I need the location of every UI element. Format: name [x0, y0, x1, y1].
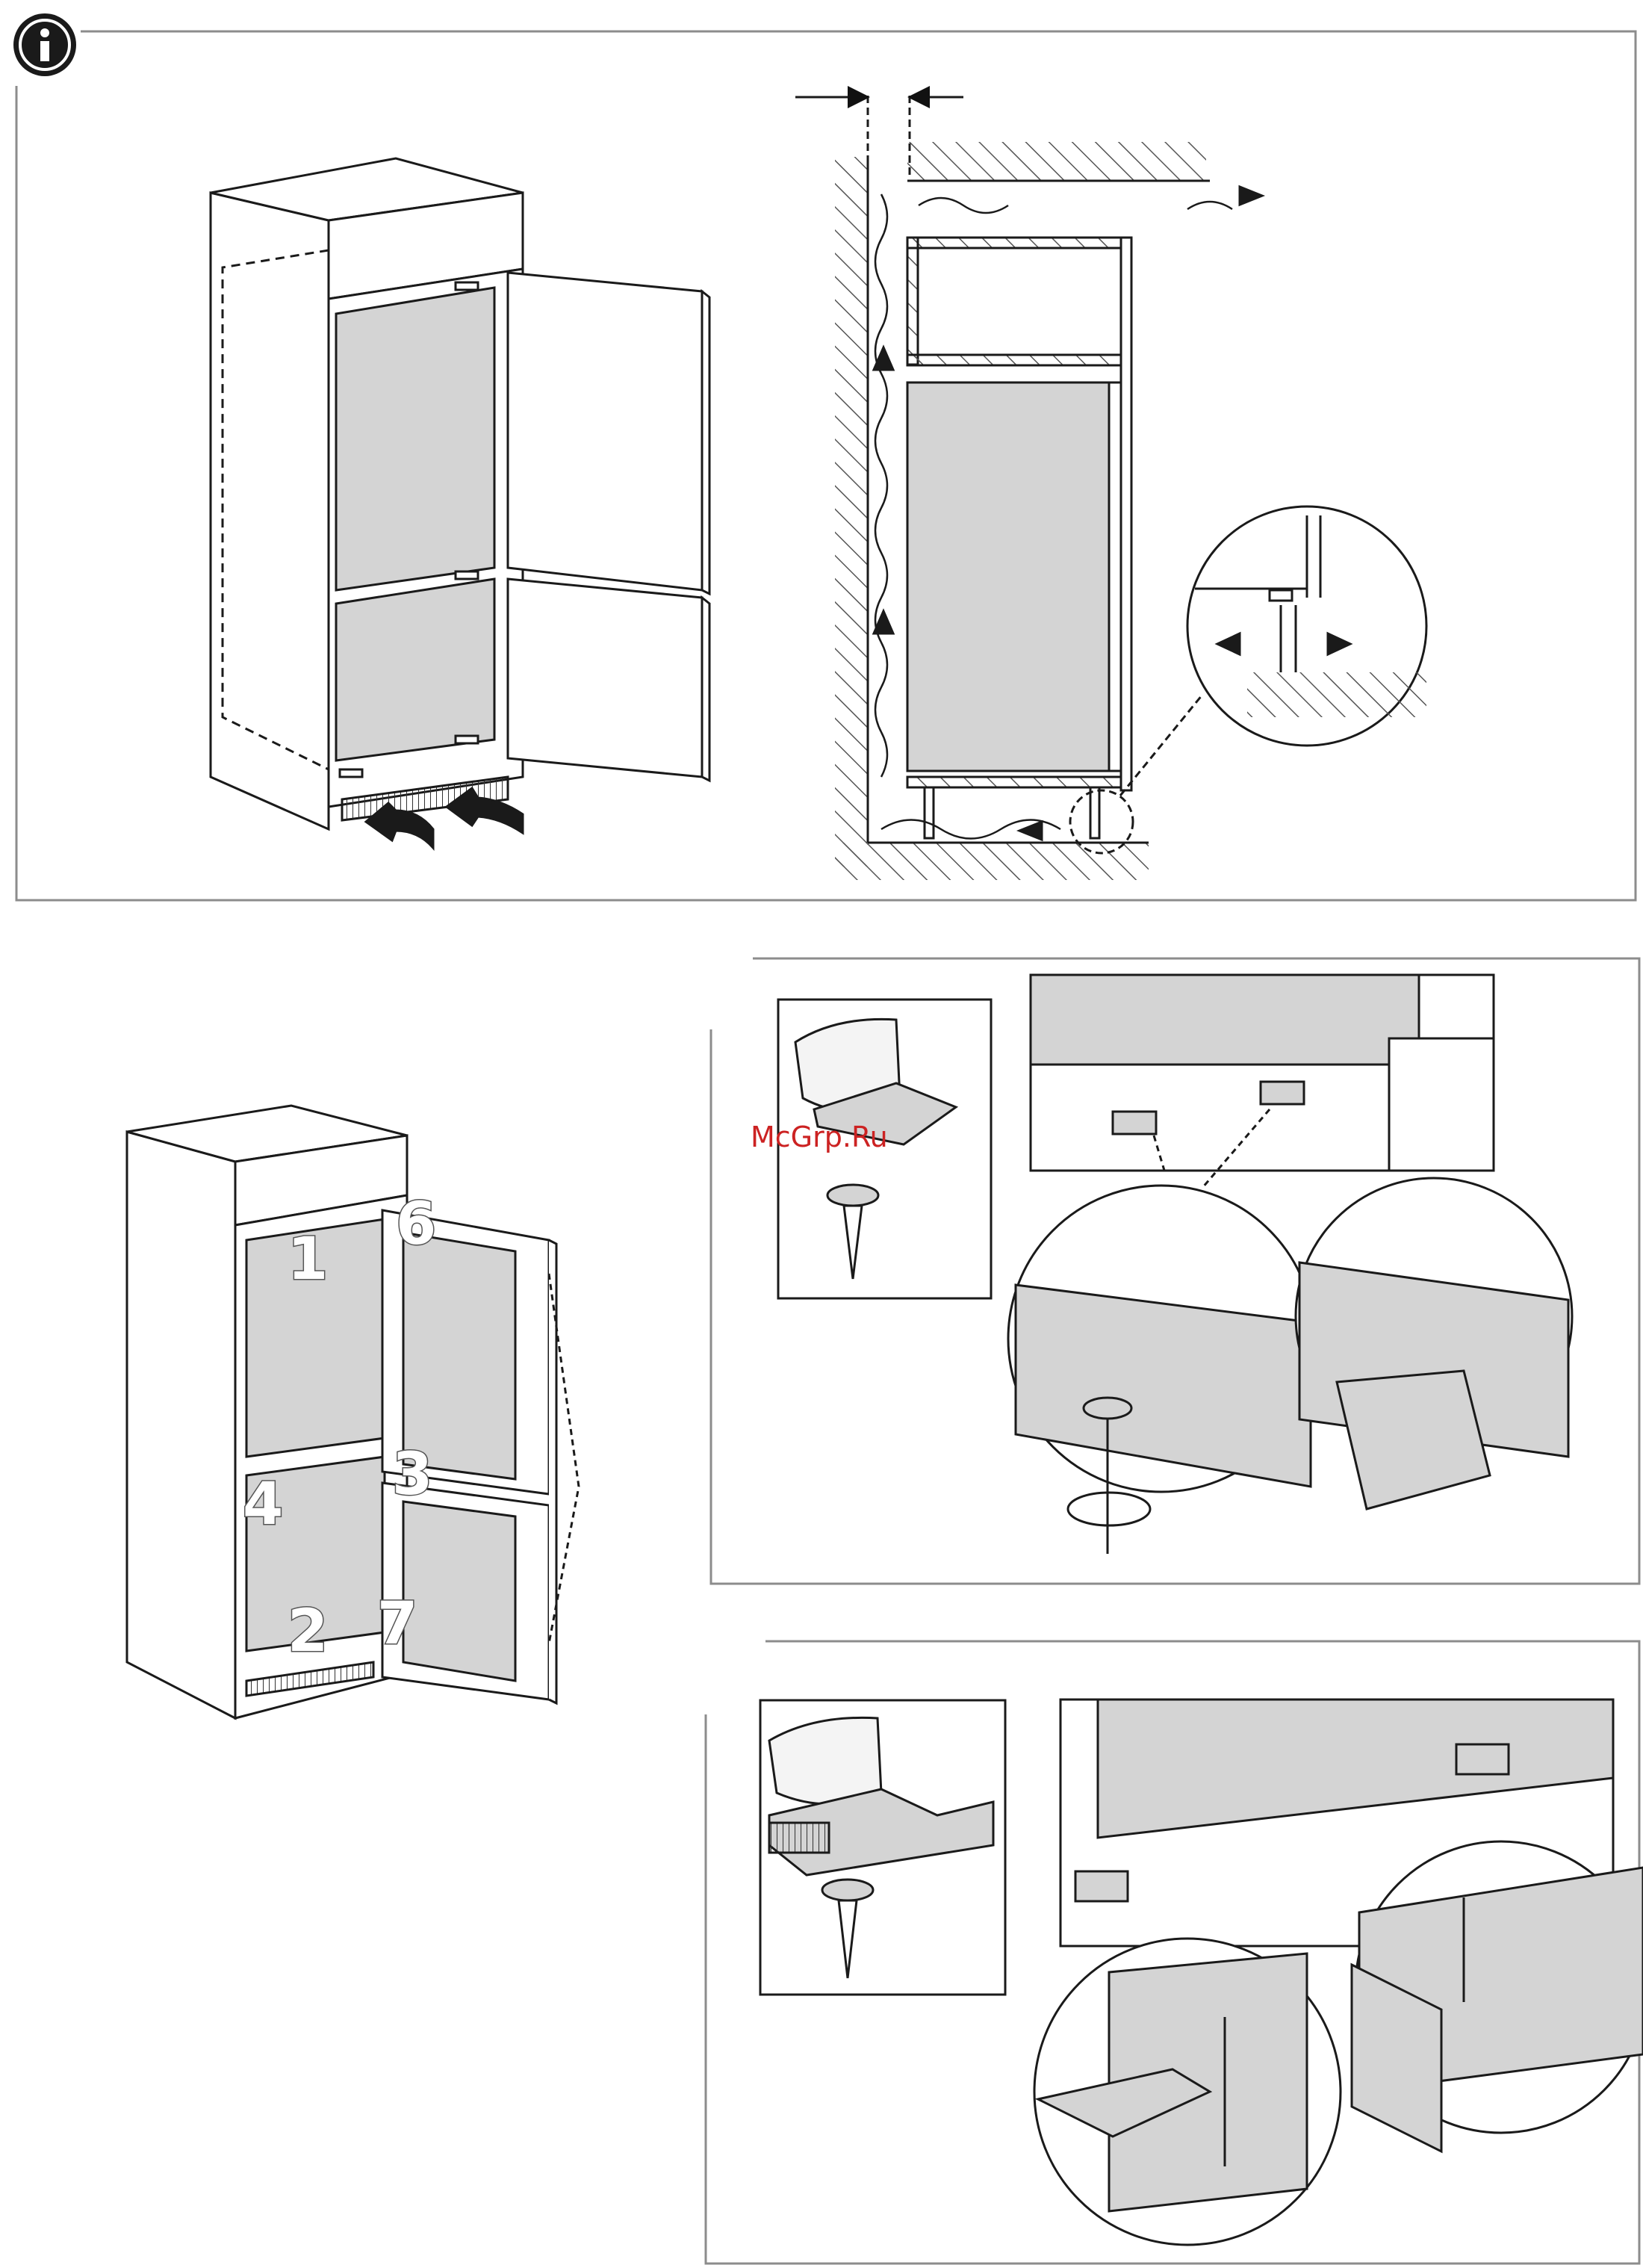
hinge-top-strip — [1031, 975, 1494, 1188]
hinge-number-2: 2 — [288, 1598, 328, 1665]
hinge-number-4: 4 — [243, 1471, 283, 1538]
cross-section-illustration — [795, 96, 1426, 880]
hinge-number-7: 7 — [377, 1590, 417, 1658]
cabinet-hinges-illustration: 1 6 3 4 2 7 — [127, 1106, 579, 1718]
watermark-text: McGrp.Ru — [751, 1121, 888, 1153]
detail-magnifier-base-right — [1352, 1841, 1643, 2151]
section-base-fitting — [706, 1641, 1643, 2264]
hinge-number-6: 6 — [396, 1191, 436, 1258]
hinge-number-3: 3 — [392, 1441, 432, 1508]
detail-magnifier-base-left — [1034, 1939, 1341, 2245]
section-ventilation — [13, 13, 1636, 900]
hinge-number-1: 1 — [288, 1226, 328, 1293]
section-hinge-covers: McGrp.Ru — [711, 958, 1639, 1584]
cabinet-open-doors-illustration — [211, 158, 709, 848]
detail-magnifier-cap — [1296, 1178, 1572, 1509]
info-circle-icon — [13, 13, 76, 76]
detail-magnifier-screw — [1008, 1186, 1314, 1554]
